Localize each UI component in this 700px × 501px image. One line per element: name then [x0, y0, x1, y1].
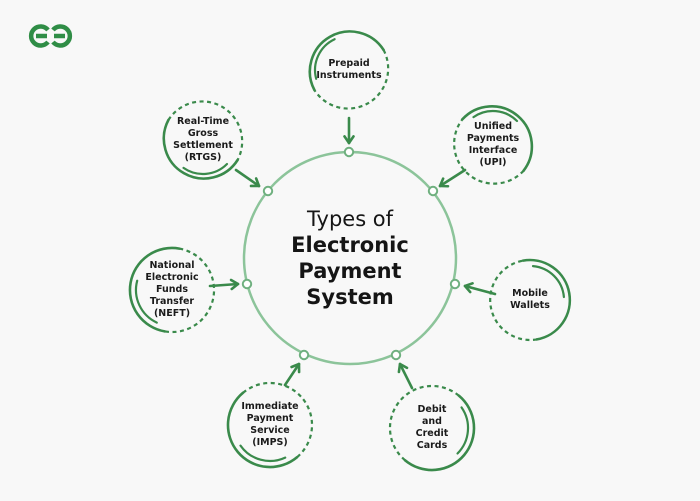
node-upi-inner-arc	[472, 109, 519, 123]
node-imps-inner-arc	[239, 444, 287, 463]
node-debit-inner-arc	[456, 406, 470, 455]
node-debit-label: Debit and Credit Cards	[415, 404, 449, 451]
node-neft-arrow-line	[208, 282, 240, 288]
arrowhead-icon	[229, 278, 240, 291]
node-neft-inner-arc	[134, 279, 158, 324]
node-rtgs-label: Real-Time Gross Settlement (RTGS)	[173, 116, 233, 163]
arrowhead-icon	[397, 362, 409, 374]
arrowhead-icon	[249, 177, 261, 188]
ring-connector-dot	[390, 349, 402, 361]
node-upi-dashed-arc	[453, 118, 525, 185]
node-debit-dashed-arc	[388, 384, 460, 462]
node-prepaid-label: Prepaid Instruments	[316, 58, 382, 81]
node-mobile	[463, 258, 572, 342]
node-rtgs-inner-arc	[182, 162, 229, 176]
center-title-line-3: Payment	[298, 259, 402, 283]
node-imps	[226, 362, 314, 469]
ring-connector-dot	[262, 185, 274, 197]
node-imps-arrow-line	[283, 362, 301, 387]
node-rtgs-arrow-line	[234, 168, 261, 188]
ring-connector-dot	[427, 185, 439, 197]
node-upi-solid-arc	[461, 105, 534, 172]
node-neft-solid-arc	[128, 246, 181, 333]
node-upi-arrow-line	[438, 168, 467, 188]
arrowhead-icon	[343, 135, 355, 145]
ring-connector-dot	[449, 278, 461, 290]
ring-connector-dot	[298, 349, 310, 361]
node-prepaid-solid-arc	[308, 30, 385, 92]
center-title-line-2: Electronic	[291, 233, 409, 257]
node-mobile-arrow-line	[463, 284, 497, 296]
node-mobile-label: Mobile Wallets	[510, 288, 550, 311]
node-debit-arrow-line	[398, 362, 414, 390]
node-mobile-solid-arc	[521, 258, 572, 341]
node-neft-label: National Electronic Funds Transfer (NEFT…	[145, 260, 199, 319]
node-prepaid-inner-arc	[313, 38, 336, 80]
node-imps-label: Immediate Payment Service (IMPS)	[241, 401, 299, 448]
arrowhead-icon	[438, 177, 450, 188]
node-neft	[128, 246, 240, 334]
node-prepaid-dashed-arc	[313, 49, 390, 110]
node-debit-solid-arc	[403, 394, 476, 472]
node-neft-dashed-arc	[164, 247, 216, 334]
arrowhead-icon	[463, 282, 474, 294]
center-title-line-4: System	[306, 285, 394, 309]
ring-connector-dot	[343, 146, 355, 158]
node-mobile-dashed-arc	[489, 259, 538, 342]
center-title: Types of Electronic Payment System	[240, 206, 460, 310]
ring-connector-dot	[241, 278, 253, 290]
center-title-line-1: Types of	[306, 207, 394, 231]
geeksforgeeks-logo	[28, 24, 73, 48]
node-imps-solid-arc	[226, 391, 299, 469]
arrowhead-icon	[290, 362, 301, 374]
node-prepaid	[308, 30, 390, 145]
node-rtgs	[162, 100, 261, 188]
node-debit	[388, 362, 476, 472]
node-rtgs-solid-arc	[162, 118, 239, 180]
node-upi	[438, 105, 534, 188]
node-mobile-inner-arc	[531, 265, 565, 299]
node-rtgs-dashed-arc	[167, 100, 244, 161]
node-imps-dashed-arc	[242, 381, 314, 459]
node-upi-label: Unified Payments Interface (UPI)	[466, 121, 520, 168]
